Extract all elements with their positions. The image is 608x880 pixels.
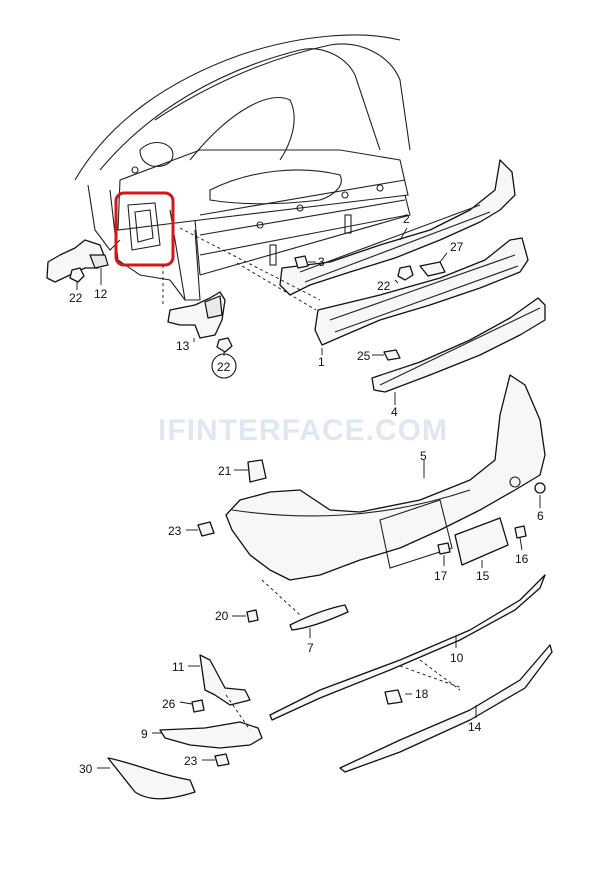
dashed-assembly-lines bbox=[162, 227, 463, 731]
part-7-reflector bbox=[289, 604, 349, 631]
part-16-screw bbox=[514, 525, 527, 539]
part-3-clip bbox=[294, 255, 309, 269]
callout-27: 27 bbox=[450, 240, 464, 254]
callout-18: 18 bbox=[415, 687, 429, 701]
callout-15: 15 bbox=[476, 569, 490, 583]
part-22-nut-mid bbox=[397, 265, 414, 281]
part-22-nut-left bbox=[69, 267, 85, 283]
part-6-cap bbox=[534, 482, 546, 494]
callout-26: 26 bbox=[162, 697, 176, 711]
callout-30: 30 bbox=[79, 762, 93, 776]
callout-1: 1 bbox=[318, 355, 325, 369]
part-2-upper-carrier bbox=[279, 159, 516, 296]
callout-21: 21 bbox=[218, 464, 232, 478]
callout-14: 14 bbox=[468, 720, 482, 734]
part-14-trim-strip bbox=[339, 644, 553, 773]
part-22-nut-circled bbox=[211, 337, 237, 379]
part-23-clip-upper bbox=[197, 521, 215, 537]
callout-16: 16 bbox=[515, 552, 529, 566]
part-26-screw bbox=[191, 699, 205, 713]
callout-labels: 1 2 3 4 5 6 7 9 10 11 12 13 14 15 16 17 … bbox=[69, 212, 544, 776]
part-1-bumper-beam bbox=[314, 237, 529, 346]
callout-5: 5 bbox=[420, 449, 427, 463]
part-9-bracket bbox=[159, 721, 263, 749]
callout-12: 12 bbox=[94, 287, 108, 301]
part-5-bumper-cover bbox=[225, 374, 546, 581]
callout-20: 20 bbox=[215, 609, 229, 623]
part-18-clip bbox=[384, 689, 403, 705]
callout-2: 2 bbox=[403, 212, 410, 226]
callout-6: 6 bbox=[537, 509, 544, 523]
callout-22-left: 22 bbox=[69, 291, 83, 305]
part-11-bracket bbox=[199, 654, 251, 706]
callout-10: 10 bbox=[450, 651, 464, 665]
part-4-energy-absorber bbox=[371, 297, 546, 393]
callout-23-upper: 23 bbox=[168, 524, 182, 538]
callout-13: 13 bbox=[176, 339, 190, 353]
part-23-clip-lower bbox=[214, 753, 230, 767]
leader-lines bbox=[76, 227, 541, 769]
part-12-side-bracket bbox=[46, 239, 109, 283]
part-13-bracket bbox=[167, 291, 226, 339]
part-20-screw bbox=[246, 609, 259, 623]
callout-22-circled: 22 bbox=[217, 360, 231, 374]
callout-22-mid: 22 bbox=[377, 279, 391, 293]
highlight-box bbox=[114, 191, 175, 267]
callout-17: 17 bbox=[434, 569, 448, 583]
part-10-spoiler bbox=[269, 574, 546, 721]
callout-11: 11 bbox=[172, 660, 185, 674]
part-17-bolt bbox=[437, 542, 451, 555]
callout-25: 25 bbox=[357, 349, 371, 363]
callout-9: 9 bbox=[141, 727, 148, 741]
watermark-text: IFINTERFACE.COM bbox=[158, 414, 448, 447]
part-25-bolt bbox=[383, 349, 401, 361]
callout-23-lower: 23 bbox=[184, 754, 198, 768]
part-30-trim-cover bbox=[107, 757, 196, 800]
part-21-plug bbox=[247, 459, 267, 483]
callout-3: 3 bbox=[318, 255, 325, 269]
callout-7: 7 bbox=[307, 641, 314, 655]
part-15-plate-bracket bbox=[454, 517, 509, 566]
callout-4: 4 bbox=[391, 405, 398, 419]
part-27-clip bbox=[419, 261, 446, 277]
